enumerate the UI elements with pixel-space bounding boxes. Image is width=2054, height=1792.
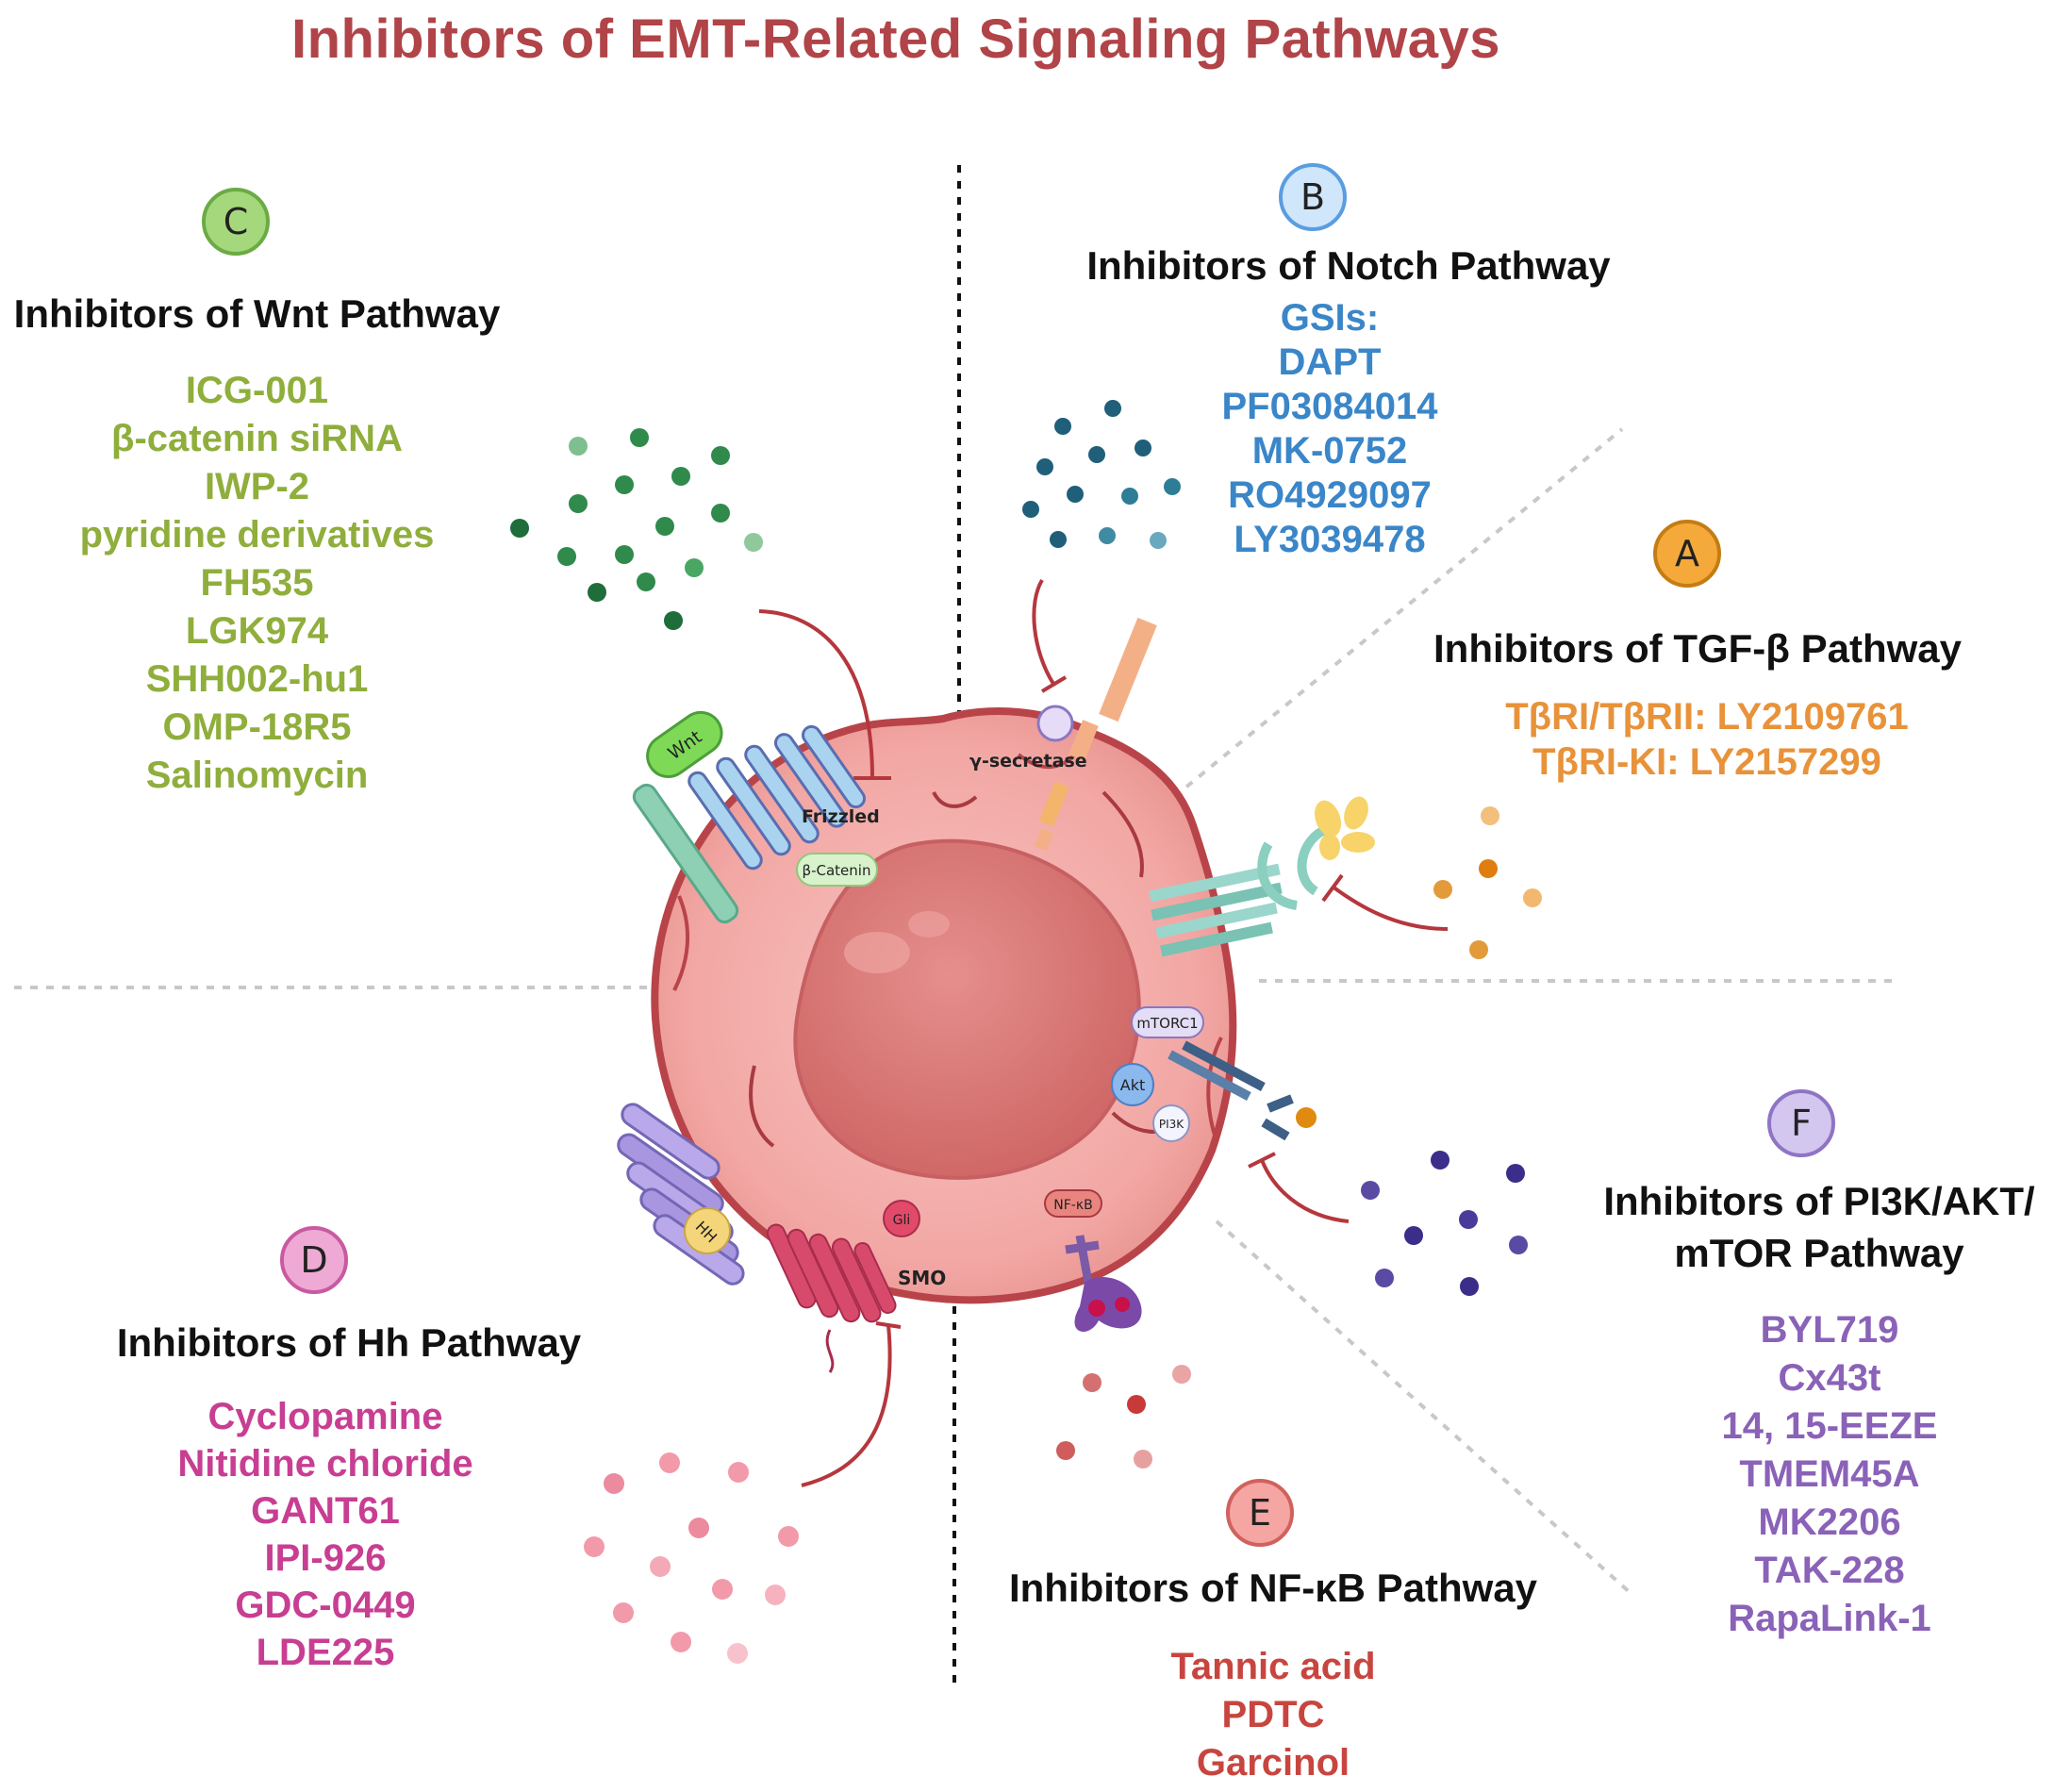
badge-letter: E bbox=[1248, 1492, 1271, 1534]
inhibitor-item: PF03084014 bbox=[1221, 386, 1438, 427]
heading-pi3k: Inhibitors of PI3K/AKT/ mTOR Pathway bbox=[1584, 1175, 2054, 1279]
wnt-ligand bbox=[646, 710, 723, 778]
heading-notch: Inhibitors of Notch Pathway bbox=[1086, 243, 1611, 288]
inhibitor-item: β-catenin siRNA bbox=[111, 418, 403, 459]
inhibitor-item: GSIs: bbox=[1280, 297, 1380, 339]
inhibitor-item: BYL719 bbox=[1760, 1309, 1899, 1351]
inhibition-arrows bbox=[758, 578, 1449, 1487]
badge-letter: C bbox=[223, 201, 249, 242]
hh-ligand: HH bbox=[684, 1207, 731, 1254]
nucleolus-highlight bbox=[908, 911, 950, 937]
inhibitor-item: Tannic acid bbox=[1170, 1646, 1376, 1687]
inhibitor-item: 14, 15-EEZE bbox=[1721, 1405, 1938, 1447]
inhibitor-item: TβRI/TβRII: LY2109761 bbox=[1505, 696, 1909, 738]
inhibitor-item: Salinomycin bbox=[145, 755, 369, 796]
heading-pi3k-line2: mTOR Pathway bbox=[1674, 1231, 1964, 1275]
membrane-fold bbox=[1206, 1037, 1223, 1142]
badge-letter: F bbox=[1791, 1103, 1812, 1144]
er-fold bbox=[749, 1065, 775, 1148]
heading-hh: Inhibitors of Hh Pathway bbox=[116, 1320, 582, 1365]
pi3k-inhibitor-dots bbox=[1361, 1151, 1528, 1296]
wnt-receptor-complex: Wnt Frizzled β-Catenin bbox=[632, 710, 880, 924]
inhibitor-item: SHH002-hu1 bbox=[145, 658, 369, 700]
nfkb-label: NF-κB bbox=[1053, 1198, 1092, 1213]
hh-receptor-complex bbox=[617, 1103, 745, 1286]
smo-receptor bbox=[766, 1223, 897, 1373]
hh-inhibitor-dots bbox=[584, 1452, 799, 1664]
nfkb-inhibitor-dots bbox=[1056, 1365, 1191, 1468]
beta-catenin-label: β-Catenin bbox=[803, 862, 871, 879]
gli-label: Gli bbox=[893, 1213, 911, 1228]
inhibitor-item: IPI-926 bbox=[264, 1537, 387, 1579]
wnt-inhibitor-dots bbox=[510, 428, 763, 630]
inhibitor-item: Nitidine chloride bbox=[177, 1443, 473, 1485]
notch-receptor: γ-secretase bbox=[969, 617, 1157, 851]
inhibitor-item: TMEM45A bbox=[1739, 1453, 1920, 1495]
nucleolus-highlight bbox=[844, 932, 910, 973]
nfkb-complex: NF-κB bbox=[1044, 1189, 1142, 1332]
inhibitor-item: IWP-2 bbox=[204, 466, 310, 507]
pi3k-akt-mtor-complex: mTORC1 Akt PI3K bbox=[1111, 1006, 1317, 1142]
inhibitor-item: LY3039478 bbox=[1234, 519, 1426, 560]
badge-a: A bbox=[1653, 520, 1721, 588]
tgf-receptor bbox=[1149, 796, 1375, 957]
divider-diagonal-upper bbox=[1172, 427, 1624, 799]
inhibitor-item: Garcinol bbox=[1196, 1742, 1350, 1784]
badge-c: C bbox=[202, 188, 270, 256]
nucleus bbox=[793, 838, 1141, 1180]
smo-label: SMO bbox=[898, 1267, 946, 1289]
frizzled-label: Frizzled bbox=[802, 806, 880, 827]
gli-node: Gli bbox=[883, 1200, 920, 1237]
er-fold bbox=[1102, 790, 1144, 878]
heading-pi3k-line1: Inhibitors of PI3K/AKT/ bbox=[1603, 1179, 2035, 1223]
membrane-fold bbox=[672, 895, 689, 991]
divider-diagonal-lower bbox=[1215, 1220, 1633, 1596]
inhibitor-item: PDTC bbox=[1221, 1694, 1325, 1735]
inhibitor-item: LDE225 bbox=[256, 1632, 395, 1673]
heading-nfkb: Inhibitors of NF-κB Pathway bbox=[1008, 1566, 1538, 1610]
inhibitor-item: GDC-0449 bbox=[235, 1585, 416, 1626]
inhibitor-item: TβRI-KI: LY2157299 bbox=[1532, 741, 1881, 783]
pi3k-label: PI3K bbox=[1159, 1118, 1184, 1131]
inhibitor-item: OMP-18R5 bbox=[162, 706, 352, 748]
inhibitor-item: DAPT bbox=[1278, 341, 1382, 383]
inhibitor-item: FH535 bbox=[200, 562, 314, 604]
inhibitor-item: RO4929097 bbox=[1228, 474, 1432, 516]
badge-letter: B bbox=[1300, 176, 1326, 218]
inhibitor-item: LGK974 bbox=[185, 610, 329, 652]
notch-inhibitor-dots bbox=[1022, 400, 1181, 549]
badge-b: B bbox=[1279, 163, 1347, 231]
heading-tgf: Inhibitors of TGF-β Pathway bbox=[1433, 626, 1962, 671]
inhibitor-item: ICG-001 bbox=[185, 370, 329, 411]
akt-label: Akt bbox=[1120, 1076, 1145, 1094]
inhibitor-item: RapaLink-1 bbox=[1728, 1598, 1931, 1639]
inhibitor-item: pyridine derivatives bbox=[79, 514, 435, 556]
badge-d: D bbox=[280, 1226, 348, 1294]
inhibitor-item: TAK-228 bbox=[1754, 1550, 1905, 1591]
list-wnt-inhibitors: ICG-001 β-catenin siRNA IWP-2 pyridine deri… bbox=[0, 367, 514, 800]
er-fold bbox=[932, 790, 978, 808]
badge-e: E bbox=[1226, 1479, 1294, 1547]
inhibitor-item: MK-0752 bbox=[1251, 430, 1408, 472]
badge-letter: D bbox=[300, 1239, 328, 1281]
inhibitor-item: GANT61 bbox=[251, 1490, 400, 1532]
heading-wnt: Inhibitors of Wnt Pathway bbox=[13, 291, 501, 336]
gamma-secretase-label: γ-secretase bbox=[969, 751, 1087, 772]
badge-f: F bbox=[1767, 1089, 1835, 1157]
inhibitor-item: MK2206 bbox=[1758, 1502, 1901, 1543]
page-title: Inhibitors of EMT-Related Signaling Path… bbox=[290, 8, 1501, 70]
membrane-fold bbox=[1017, 753, 1077, 770]
inhibitor-item: Cyclopamine bbox=[207, 1396, 443, 1437]
badge-letter: A bbox=[1675, 533, 1699, 574]
inhibitor-item: Cx43t bbox=[1778, 1357, 1881, 1399]
mtorc1-label: mTORC1 bbox=[1136, 1015, 1198, 1032]
tgf-inhibitor-dots bbox=[1433, 806, 1542, 959]
